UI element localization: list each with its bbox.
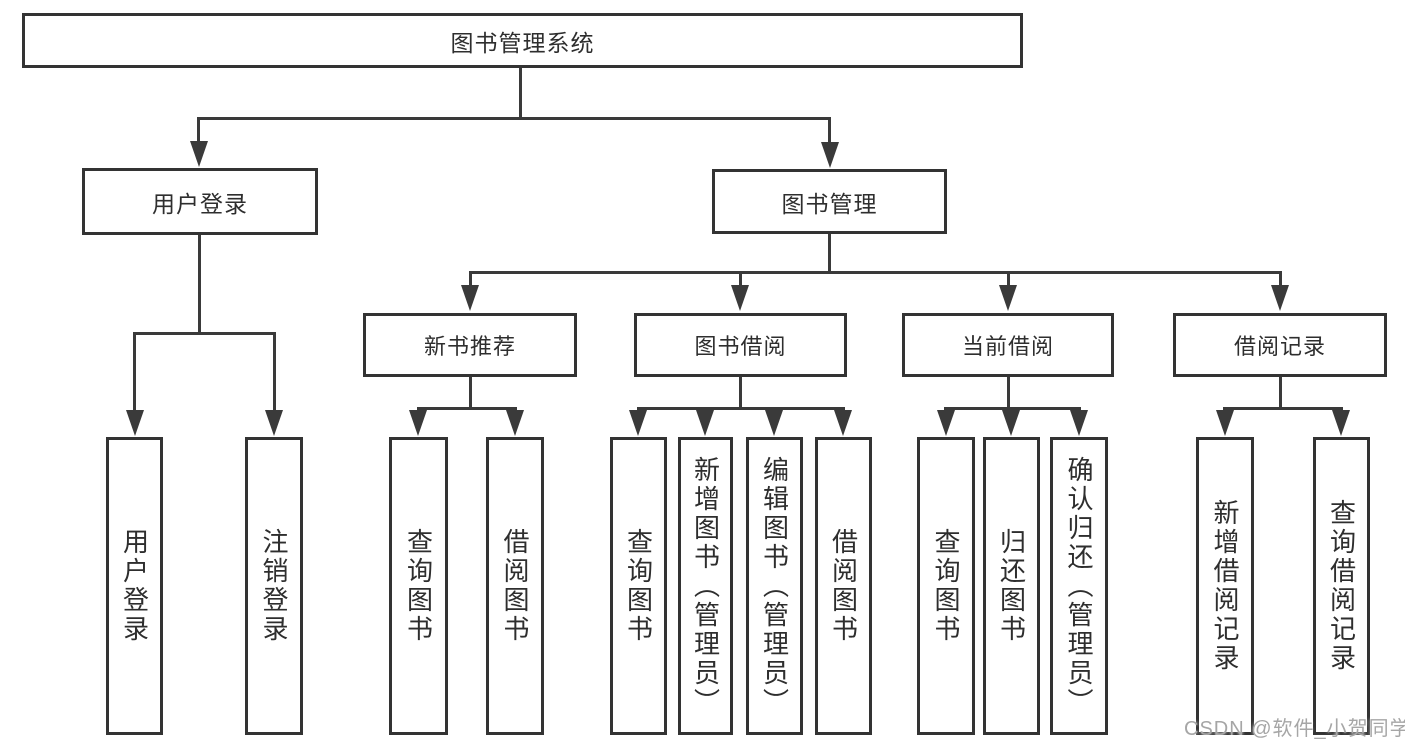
- node-book-management-label: 图书管理: [781, 190, 878, 217]
- leaf-logout-label: 注销登录: [259, 528, 289, 644]
- watermark: CSDN @软件_小贺同学: [1184, 718, 1405, 740]
- connector-record-branch: [1223, 407, 1343, 410]
- leaf-logout: 注销登录: [245, 437, 303, 735]
- leaf-current-confirm-return-admin: 确认归还（管理员）: [1050, 437, 1108, 735]
- node-book-borrow-label: 图书借阅: [694, 334, 787, 359]
- arrow-down-icon: [696, 410, 714, 436]
- leaf-borrow-query-book: 查询图书: [610, 437, 667, 735]
- arrow-down-icon: [765, 410, 783, 436]
- arrow-down-icon: [461, 285, 479, 311]
- leaf-user-login-label: 用户登录: [119, 528, 150, 644]
- node-new-book-recommend-label: 新书推荐: [423, 334, 516, 359]
- arrow-down-icon: [999, 285, 1017, 311]
- arrow-down-icon: [506, 410, 524, 436]
- arrow-down-icon: [265, 410, 283, 436]
- connector-level2-branch: [197, 117, 831, 120]
- node-new-book-recommend: 新书推荐: [363, 313, 577, 377]
- arrow-down-icon: [821, 142, 839, 168]
- connector-drop-leaf-logout: [273, 332, 276, 414]
- leaf-record-add-record: 新增借阅记录: [1196, 437, 1254, 735]
- arrow-down-icon: [937, 410, 955, 436]
- leaf-rec-borrow-book-label: 借阅图书: [500, 528, 530, 644]
- leaf-borrow-edit-book-admin-label: 编辑图书（管理员）: [759, 455, 790, 717]
- arrow-down-icon: [1002, 410, 1020, 436]
- node-user-login: 用户登录: [82, 168, 318, 235]
- arrow-down-icon: [1216, 410, 1234, 436]
- connector-drop-rec: [469, 271, 472, 289]
- connector-drop-borrow: [739, 271, 742, 289]
- arrow-down-icon: [1271, 285, 1289, 311]
- node-book-borrow: 图书借阅: [634, 313, 847, 377]
- leaf-rec-query-book: 查询图书: [389, 437, 448, 735]
- arrow-down-icon: [629, 410, 647, 436]
- arrow-down-icon: [190, 141, 208, 167]
- connector-current-stem: [1007, 376, 1010, 409]
- connector-book-mgmt-stem: [828, 233, 831, 273]
- arrow-down-icon: [731, 285, 749, 311]
- node-borrow-record: 借阅记录: [1173, 313, 1387, 377]
- leaf-rec-query-book-label: 查询图书: [403, 528, 434, 644]
- leaf-record-add-record-label: 新增借阅记录: [1210, 499, 1240, 673]
- connector-record-stem: [1279, 376, 1282, 409]
- node-current-borrow: 当前借阅: [902, 313, 1114, 377]
- connector-borrow-stem: [739, 376, 742, 409]
- node-root-label: 图书管理系统: [450, 29, 595, 56]
- leaf-current-query-book: 查询图书: [917, 437, 975, 735]
- leaf-user-login: 用户登录: [106, 437, 163, 735]
- node-root: 图书管理系统: [22, 13, 1023, 68]
- connector-drop-current: [1007, 271, 1010, 289]
- connector-user-login-branch: [133, 332, 276, 335]
- leaf-borrow-add-book-admin: 新增图书（管理员）: [678, 437, 733, 735]
- leaf-borrow-borrow-book-label: 借阅图书: [828, 528, 859, 644]
- leaf-current-return-book: 归还图书: [983, 437, 1040, 735]
- leaf-current-return-book-label: 归还图书: [996, 528, 1027, 644]
- connector-drop-leaf-login: [133, 332, 136, 414]
- connector-drop-record: [1279, 271, 1282, 289]
- connector-borrow-branch: [637, 407, 845, 410]
- leaf-borrow-add-book-admin-label: 新增图书（管理员）: [690, 455, 721, 717]
- connector-user-login-stem: [198, 234, 201, 335]
- connector-drop-book-mgmt: [828, 117, 831, 146]
- arrow-down-icon: [834, 410, 852, 436]
- leaf-borrow-edit-book-admin: 编辑图书（管理员）: [746, 437, 803, 735]
- connector-level3-branch: [469, 271, 1282, 274]
- connector-drop-user-login: [197, 117, 200, 145]
- leaf-rec-borrow-book: 借阅图书: [486, 437, 544, 735]
- connector-root-stem: [519, 67, 522, 118]
- leaf-borrow-query-book-label: 查询图书: [623, 528, 654, 644]
- leaf-borrow-borrow-book: 借阅图书: [815, 437, 872, 735]
- arrow-down-icon: [126, 410, 144, 436]
- leaf-record-query-record-label: 查询借阅记录: [1326, 499, 1357, 673]
- leaf-current-query-book-label: 查询图书: [931, 528, 961, 644]
- leaf-record-query-record: 查询借阅记录: [1313, 437, 1370, 735]
- connector-rec-branch: [417, 407, 517, 410]
- connector-rec-stem: [469, 376, 472, 409]
- arrow-down-icon: [409, 410, 427, 436]
- node-borrow-record-label: 借阅记录: [1233, 334, 1326, 359]
- node-current-borrow-label: 当前借阅: [961, 334, 1054, 359]
- leaf-current-confirm-return-admin-label: 确认归还（管理员）: [1064, 455, 1094, 717]
- arrow-down-icon: [1070, 410, 1088, 436]
- arrow-down-icon: [1332, 410, 1350, 436]
- node-user-login-label: 用户登录: [152, 190, 248, 217]
- node-book-management: 图书管理: [712, 169, 947, 234]
